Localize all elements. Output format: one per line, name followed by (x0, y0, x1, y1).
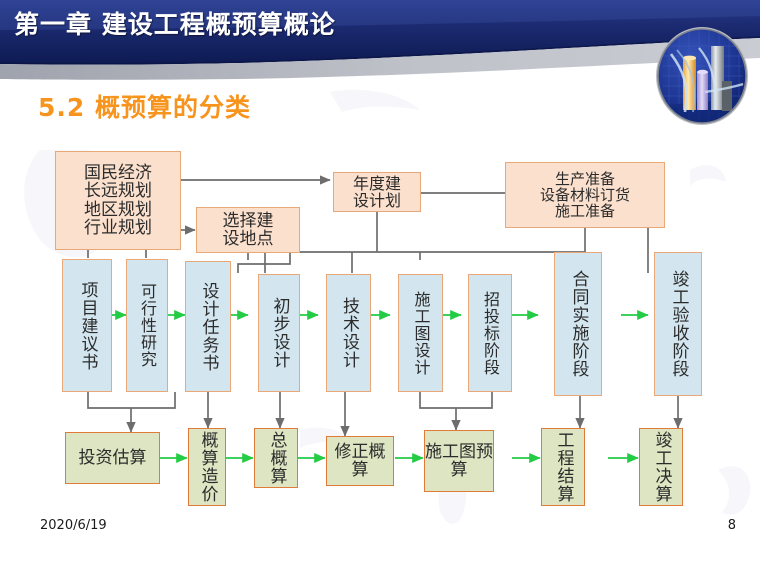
node-label: 项目建议书 (77, 280, 98, 371)
footer-date: 2020/6/19 (40, 518, 107, 533)
node-construction-drawing-design[interactable]: 施工图设计 (398, 274, 443, 392)
node-national-economy-plans[interactable]: 国民经济 长远规划 地区规划 行业规划 (55, 151, 181, 250)
diagram-connectors (87, 175, 683, 464)
footer-page-number: 8 (727, 518, 736, 533)
node-technical-design[interactable]: 技术设计 (326, 274, 371, 392)
slide-header-banner: 第一章 建设工程概预算概论 (0, 0, 760, 125)
section-title: 5.2 概预算的分类 (38, 93, 251, 122)
banner-shape (0, 0, 760, 80)
node-label: 合同实施阶段 (568, 270, 589, 378)
page-title: 第一章 建设工程概预算概论 (14, 10, 336, 39)
node-label: 概算造价 (197, 431, 218, 503)
node-select-construction-site[interactable]: 选择建 设地点 (196, 207, 300, 253)
node-feasibility-study[interactable]: 可行性研究 (126, 259, 168, 392)
node-preliminary-design[interactable]: 初步设计 (258, 274, 300, 392)
node-annual-construction-plan[interactable]: 年度建 设计划 (333, 172, 421, 212)
node-label: 竣工验收阶段 (668, 270, 689, 378)
node-revised-budget-estimate[interactable]: 修正概算 (326, 436, 394, 486)
node-project-settlement[interactable]: 工程结算 (541, 428, 585, 506)
node-investment-estimate[interactable]: 投资估算 (65, 432, 160, 484)
node-construction-drawing-budget[interactable]: 施工图预算 (424, 430, 494, 492)
node-budget-cost[interactable]: 概算造价 (188, 428, 226, 506)
building-columns-logo (656, 27, 748, 125)
node-label: 竣工决算 (651, 431, 672, 503)
node-completion-acceptance-stage[interactable]: 竣工验收阶段 (654, 252, 702, 396)
node-design-task-book[interactable]: 设计任务书 (185, 261, 231, 392)
node-label: 技术设计 (339, 297, 359, 369)
node-label: 可行性研究 (138, 283, 157, 368)
node-label: 初步设计 (269, 297, 290, 369)
node-contract-implementation-stage[interactable]: 合同实施阶段 (554, 252, 602, 396)
node-label: 总概算 (266, 431, 287, 485)
node-label: 招投标阶段 (481, 290, 500, 376)
node-project-proposal[interactable]: 项目建议书 (62, 259, 112, 392)
node-production-prep-equipment-order[interactable]: 生产准备 设备材料订货 施工准备 (505, 162, 665, 228)
node-label: 施工图设计 (411, 290, 431, 376)
node-final-accounts[interactable]: 竣工决算 (639, 428, 683, 506)
node-total-budget-estimate[interactable]: 总概算 (254, 428, 298, 488)
process-flow-diagram: 国民经济 长远规划 地区规划 行业规划 选择建 设地点 年度建 设计划 生产准备… (0, 140, 760, 530)
node-label: 设计任务书 (198, 281, 219, 372)
node-label: 工程结算 (553, 431, 574, 503)
node-bidding-stage[interactable]: 招投标阶段 (468, 274, 512, 392)
